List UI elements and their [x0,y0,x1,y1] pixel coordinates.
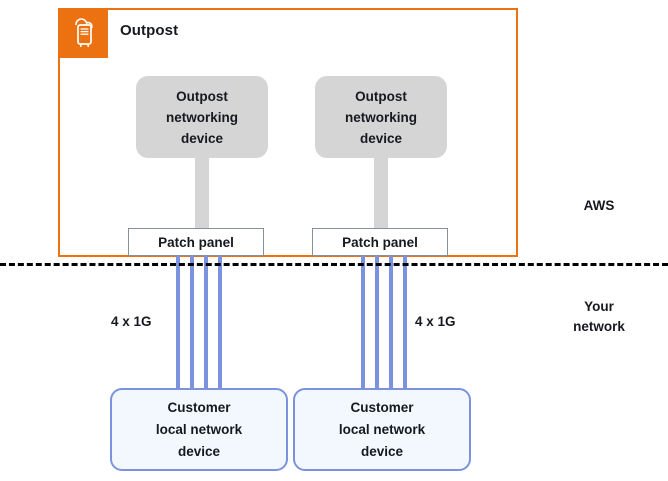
patch-panel-label: Patch panel [158,234,234,250]
cable-right-3 [389,255,393,389]
cable-left-4 [218,255,222,389]
customer-label-line1: Customer [350,399,414,415]
device-label-line1: Outpost [176,88,228,104]
cable-left-3 [204,255,208,389]
patch-panel-left: Patch panel [128,228,264,256]
customer-label-line3: device [360,443,404,459]
connector-stem-left [195,155,209,231]
outpost-container [58,8,518,257]
link-speed-label-left: 4 x 1G [111,314,152,329]
cable-right-2 [375,255,379,389]
cable-left-1 [176,255,180,389]
outpost-title: Outpost [120,22,179,39]
device-label-line2: networking [165,109,238,125]
cable-right-4 [403,255,407,389]
device-label-line1: Outpost [355,88,407,104]
link-speed-label-right: 4 x 1G [415,314,456,329]
customer-label-line3: device [177,443,221,459]
aws-customer-boundary [0,263,668,266]
device-label-line3: device [359,130,402,146]
outpost-rack-icon [75,18,93,48]
outpost-badge [58,8,108,58]
customer-local-network-device-left: Customer local network device [110,388,288,471]
connector-stem-right [374,155,388,231]
cable-left-2 [190,255,194,389]
outpost-networking-device-right: Outpost networking device [315,76,447,158]
patch-panel-label: Patch panel [342,234,418,250]
device-label-line3: device [180,130,223,146]
zone-label-line1: Your [584,299,614,314]
zone-label-line2: network [573,319,625,334]
zone-label-your-network: Your network [539,297,659,337]
outpost-networking-device-left: Outpost networking device [136,76,268,158]
cable-right-1 [361,255,365,389]
customer-label-line1: Customer [167,399,231,415]
customer-label-line2: local network [155,421,243,437]
customer-label-line2: local network [338,421,426,437]
customer-local-network-device-right: Customer local network device [293,388,471,471]
zone-label-aws: AWS [583,198,615,213]
device-label-line2: networking [344,109,417,125]
patch-panel-right: Patch panel [312,228,448,256]
